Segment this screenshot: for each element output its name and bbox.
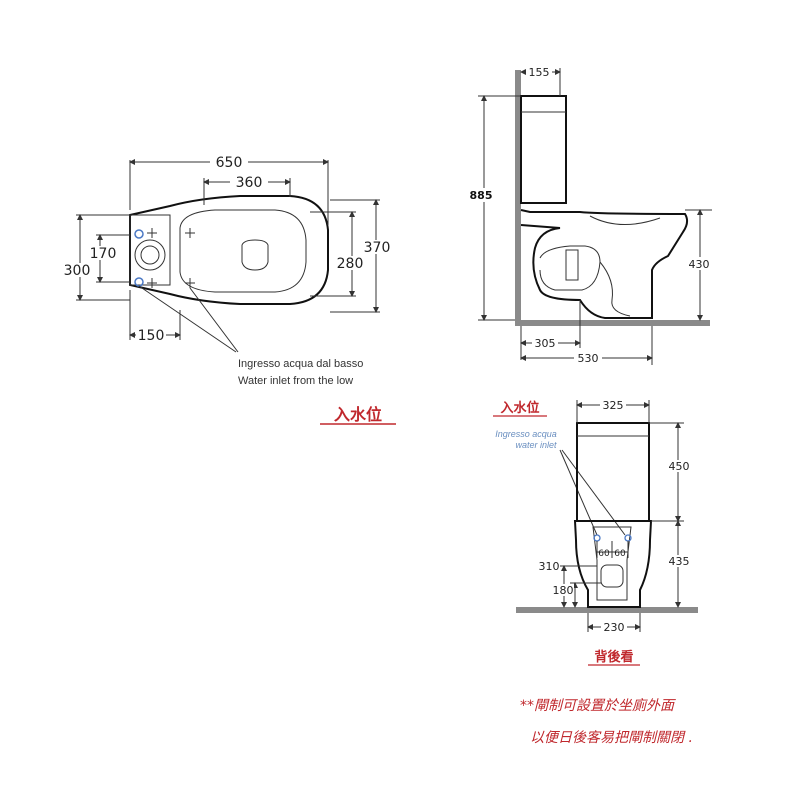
dim-left-small: 170: [90, 246, 117, 262]
footnote-line-1: **閘制可設置於坐廁外面: [520, 698, 676, 714]
rear-inlet-note-english: water inlet: [515, 440, 557, 450]
wall: [515, 70, 521, 326]
dim-center-left: 60: [598, 549, 610, 559]
dim-bowl-height: 435: [669, 555, 690, 568]
rear-inlet-note-italian: Ingresso acqua: [495, 429, 557, 439]
top-view-outline: [129, 195, 329, 305]
seat-outline: [179, 209, 307, 293]
inlet-note-english: Water inlet from the low: [238, 375, 353, 387]
bowl-outline: [241, 239, 269, 271]
dim-right-inner: 280: [337, 256, 364, 272]
dim-right-outer: 370: [364, 240, 391, 256]
rear-bowl: [573, 520, 653, 608]
tank-outline: [129, 214, 171, 286]
dim-inlet-offset: 150: [138, 328, 165, 344]
footnote-line-2: 以便日後客易把閘制關閉 .: [530, 730, 693, 746]
rear-inlet-caption: 入水位: [500, 400, 539, 416]
inlet-note-italian: Ingresso acqua dal basso: [238, 358, 363, 370]
floor: [515, 320, 710, 326]
top-view: 650 360 170 300 280 370: [62, 155, 396, 425]
dim-tank-height: 450: [669, 460, 690, 473]
dim-total-height: 885: [470, 189, 493, 202]
rear-view-caption: 背後看: [594, 649, 633, 665]
side-bowl: [520, 209, 689, 319]
dim-tank-width: 325: [603, 399, 624, 412]
inlet-caption: 入水位: [334, 405, 382, 424]
dim-overall-depth: 530: [578, 352, 599, 365]
dim-left-lower: 180: [553, 584, 574, 597]
rear-tank: [576, 422, 650, 522]
rear-floor: [516, 607, 698, 613]
inlet-marker-top: [134, 229, 144, 239]
dim-left-upper: 310: [539, 560, 560, 573]
side-tank: [520, 95, 567, 204]
flush-button: [134, 239, 166, 271]
dim-overall-width: 650: [216, 155, 243, 171]
rear-view: 入水位 Ingresso acqua water inlet 325 450: [493, 399, 698, 666]
dim-seat-width: 360: [236, 175, 263, 191]
footnote: **閘制可設置於坐廁外面 以便日後客易把閘制關閉 .: [520, 698, 693, 746]
dim-base-width: 230: [604, 621, 625, 634]
dim-outlet: 305: [535, 337, 556, 350]
side-view: 155 885 430 305 530: [466, 66, 713, 365]
dim-seat-height: 430: [689, 258, 710, 271]
dim-tank-depth: 155: [529, 66, 550, 79]
dim-left-overall: 300: [64, 263, 91, 279]
dim-center-right: 60: [614, 549, 626, 559]
rear-inlet-left: [593, 534, 601, 542]
